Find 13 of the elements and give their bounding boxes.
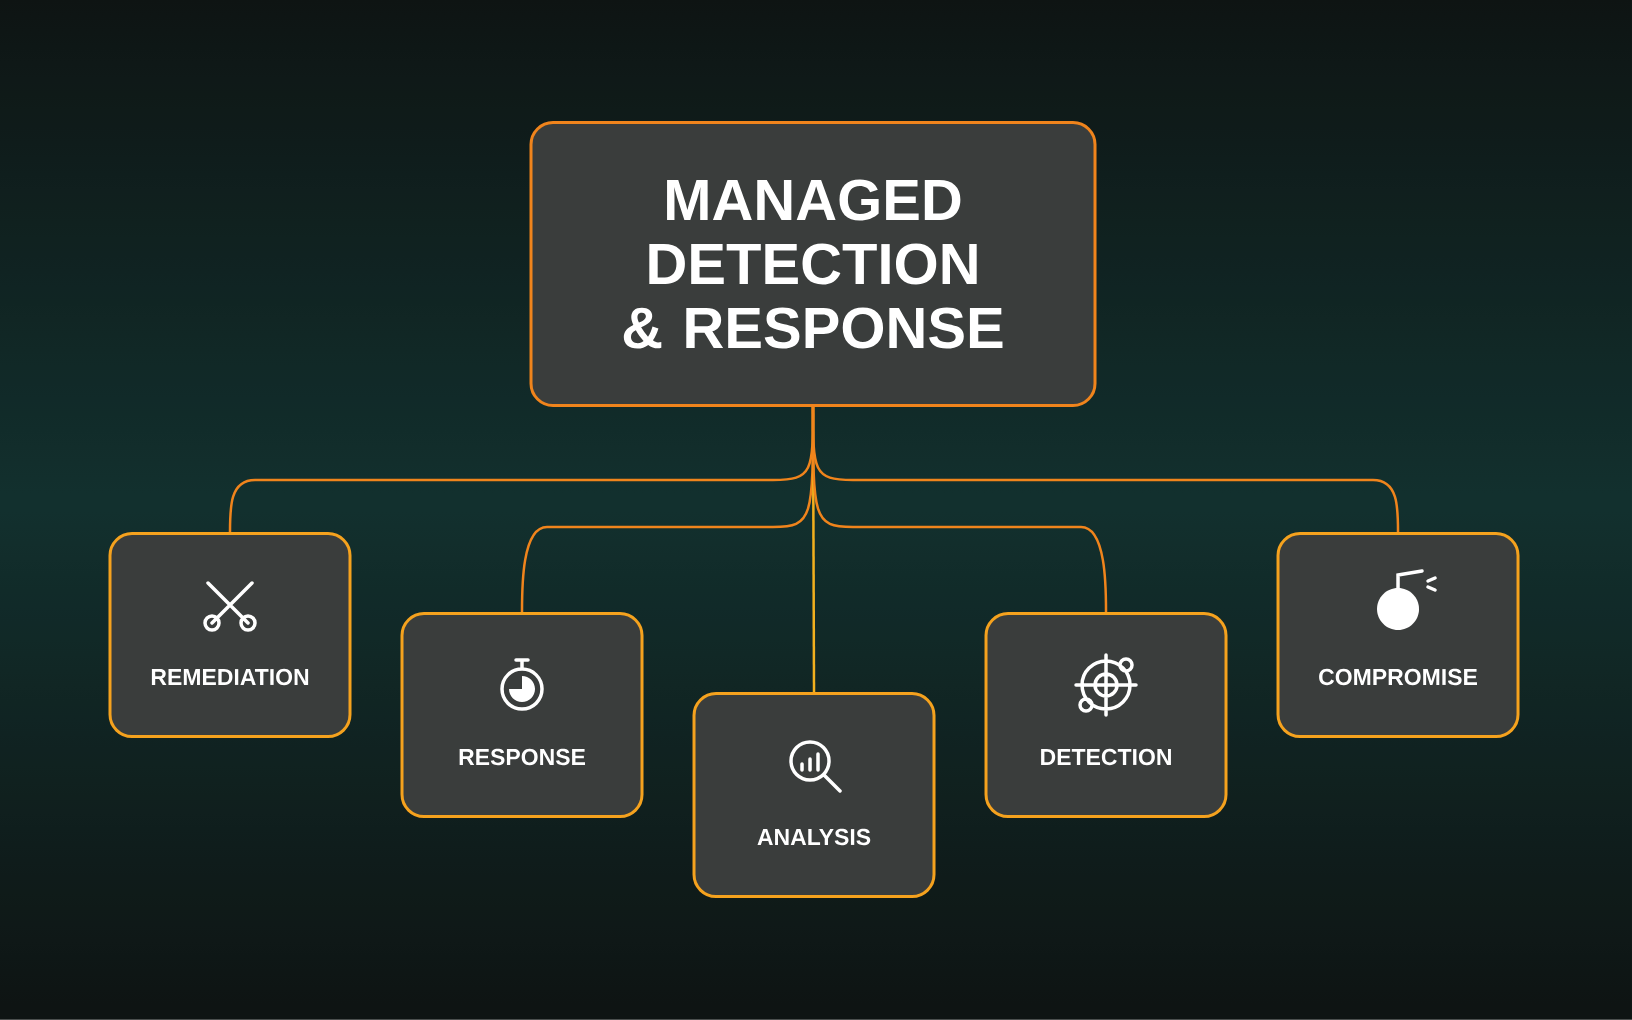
category-box — [1276, 532, 1520, 738]
label-text: RESPONSE — [459, 748, 585, 766]
label-text: DETECTION — [1041, 748, 1171, 766]
connector-line — [811, 407, 1400, 532]
label-text: COMPROMISE — [1319, 668, 1477, 686]
category-box — [692, 692, 936, 898]
category-box — [400, 612, 644, 818]
label-text: ANALYSIS — [757, 828, 871, 846]
category-box — [108, 532, 352, 738]
label-text: REMEDIATION — [151, 668, 309, 686]
title-text: MANAGED DETECTION & RESPONSE — [623, 179, 1003, 349]
category-box — [984, 612, 1228, 818]
title-box — [529, 121, 1097, 407]
